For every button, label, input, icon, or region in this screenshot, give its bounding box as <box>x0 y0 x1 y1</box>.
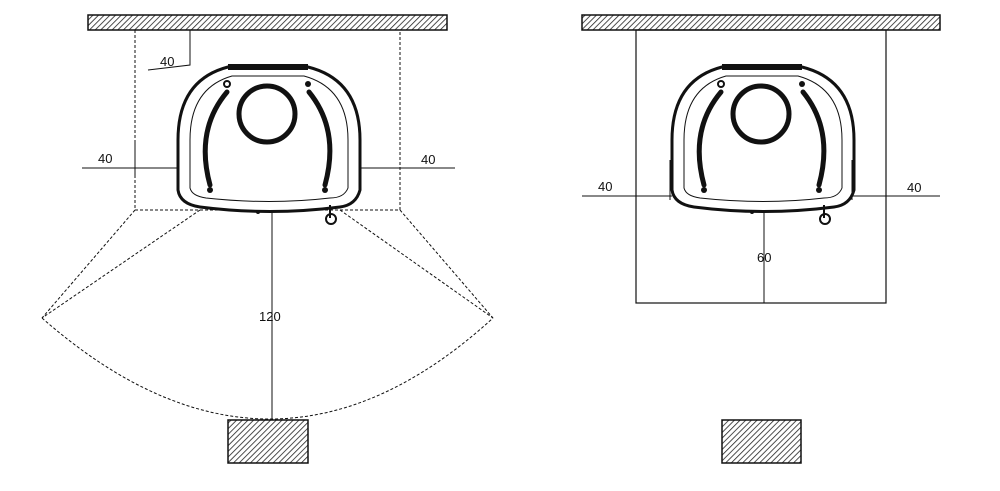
clearance-zone <box>635 29 887 304</box>
stove-icon <box>672 64 854 224</box>
right-diagram: 40 40 60 <box>581 14 941 464</box>
wall-hatch <box>581 14 941 31</box>
object-hatch <box>227 419 309 464</box>
left-clearance-label: 40 <box>598 179 612 194</box>
top-clearance-label: 40 <box>160 54 174 69</box>
dimension-lines <box>582 160 940 303</box>
right-clearance-label: 40 <box>907 180 921 195</box>
left-diagram: 40 40 40 120 <box>41 14 494 464</box>
dimension-lines <box>82 30 455 420</box>
left-clearance-label: 40 <box>98 151 112 166</box>
object-hatch <box>721 419 802 464</box>
front-clearance-label: 120 <box>259 309 281 324</box>
stove-icon <box>178 64 360 224</box>
right-clearance-label: 40 <box>421 152 435 167</box>
wall-hatch <box>87 14 448 31</box>
front-clearance-label: 60 <box>757 250 771 265</box>
